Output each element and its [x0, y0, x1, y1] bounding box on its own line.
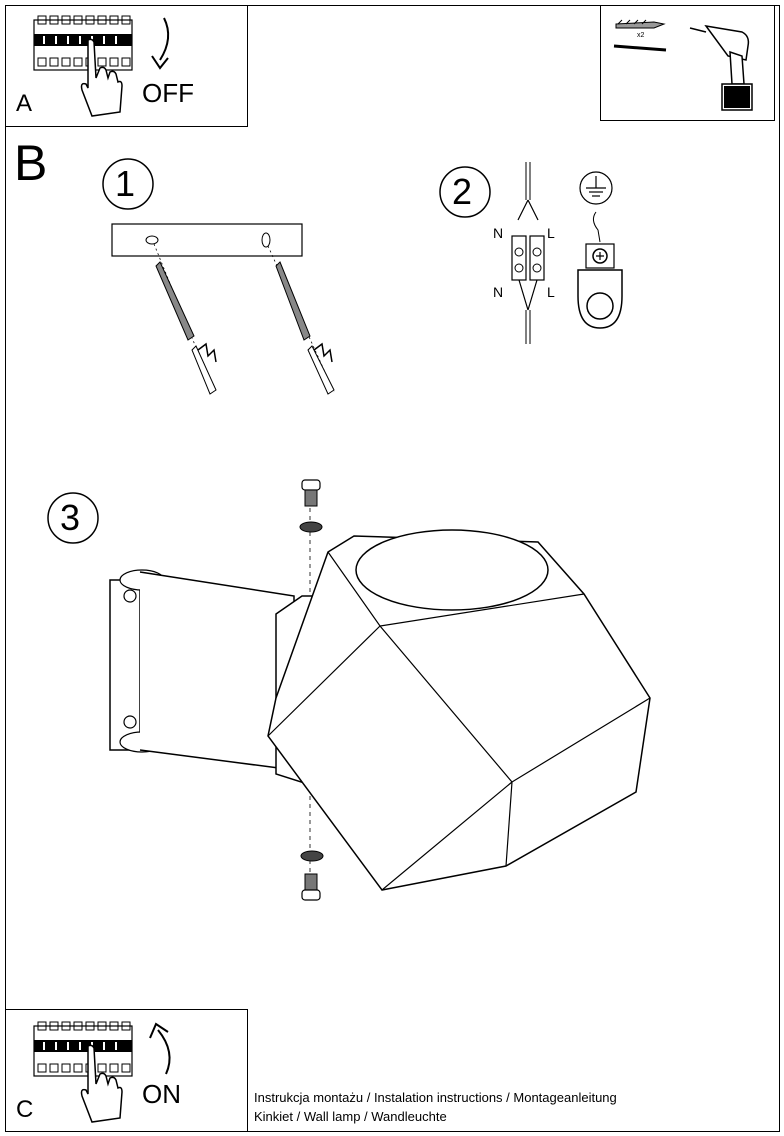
mounting-plate-diagram: [111, 223, 335, 395]
wire-neutral-bottom: N: [493, 284, 504, 300]
panel-c-state: ON: [142, 1079, 181, 1109]
screw-icon: [613, 44, 667, 52]
step-2-badge: [439, 166, 491, 218]
arrow-icon: [151, 17, 170, 70]
wire-neutral-top: N: [493, 225, 504, 241]
wall-lamp-diagram: [109, 479, 651, 901]
step-1-badge: [102, 158, 154, 210]
wall-plug-icon: [275, 261, 335, 395]
circuit-breaker-icon: [33, 15, 133, 71]
panel-c-frame: [5, 1009, 248, 1132]
panel-a-state: OFF: [142, 78, 194, 108]
panel-a-frame: [5, 5, 248, 127]
footer-product: Kinkiet / Wall lamp / Wandleuchte: [254, 1109, 447, 1124]
wall-plug-icon: [155, 261, 217, 395]
footer-instructions: Instrukcja montażu / Instalation instruc…: [254, 1090, 617, 1105]
outer-frame: [5, 5, 780, 1132]
step-3-number: 3: [60, 497, 81, 538]
wire-live-top: L: [547, 225, 555, 241]
drill-icon: [689, 24, 753, 111]
circuit-breaker-icon: [33, 1021, 133, 1077]
panel-c-letter: C: [16, 1096, 34, 1123]
tools-quantity: x2: [637, 32, 645, 39]
step-2-number: 2: [452, 171, 473, 212]
wire-live-bottom: L: [547, 284, 555, 300]
connector-block-icon: [511, 162, 545, 344]
hand-icon: [80, 38, 123, 117]
panel-a-letter: A: [16, 90, 33, 117]
tools-frame: [600, 5, 775, 121]
step-1-number: 1: [115, 163, 136, 204]
ground-icon: [577, 171, 623, 329]
screw-icon: [301, 479, 321, 507]
arrow-icon: [149, 1022, 171, 1075]
step-3-badge: [47, 492, 99, 544]
hand-icon: [80, 1044, 123, 1123]
section-b-letter: B: [14, 135, 48, 191]
screw-icon: [301, 873, 321, 901]
wall-plug-icon: [615, 19, 666, 29]
